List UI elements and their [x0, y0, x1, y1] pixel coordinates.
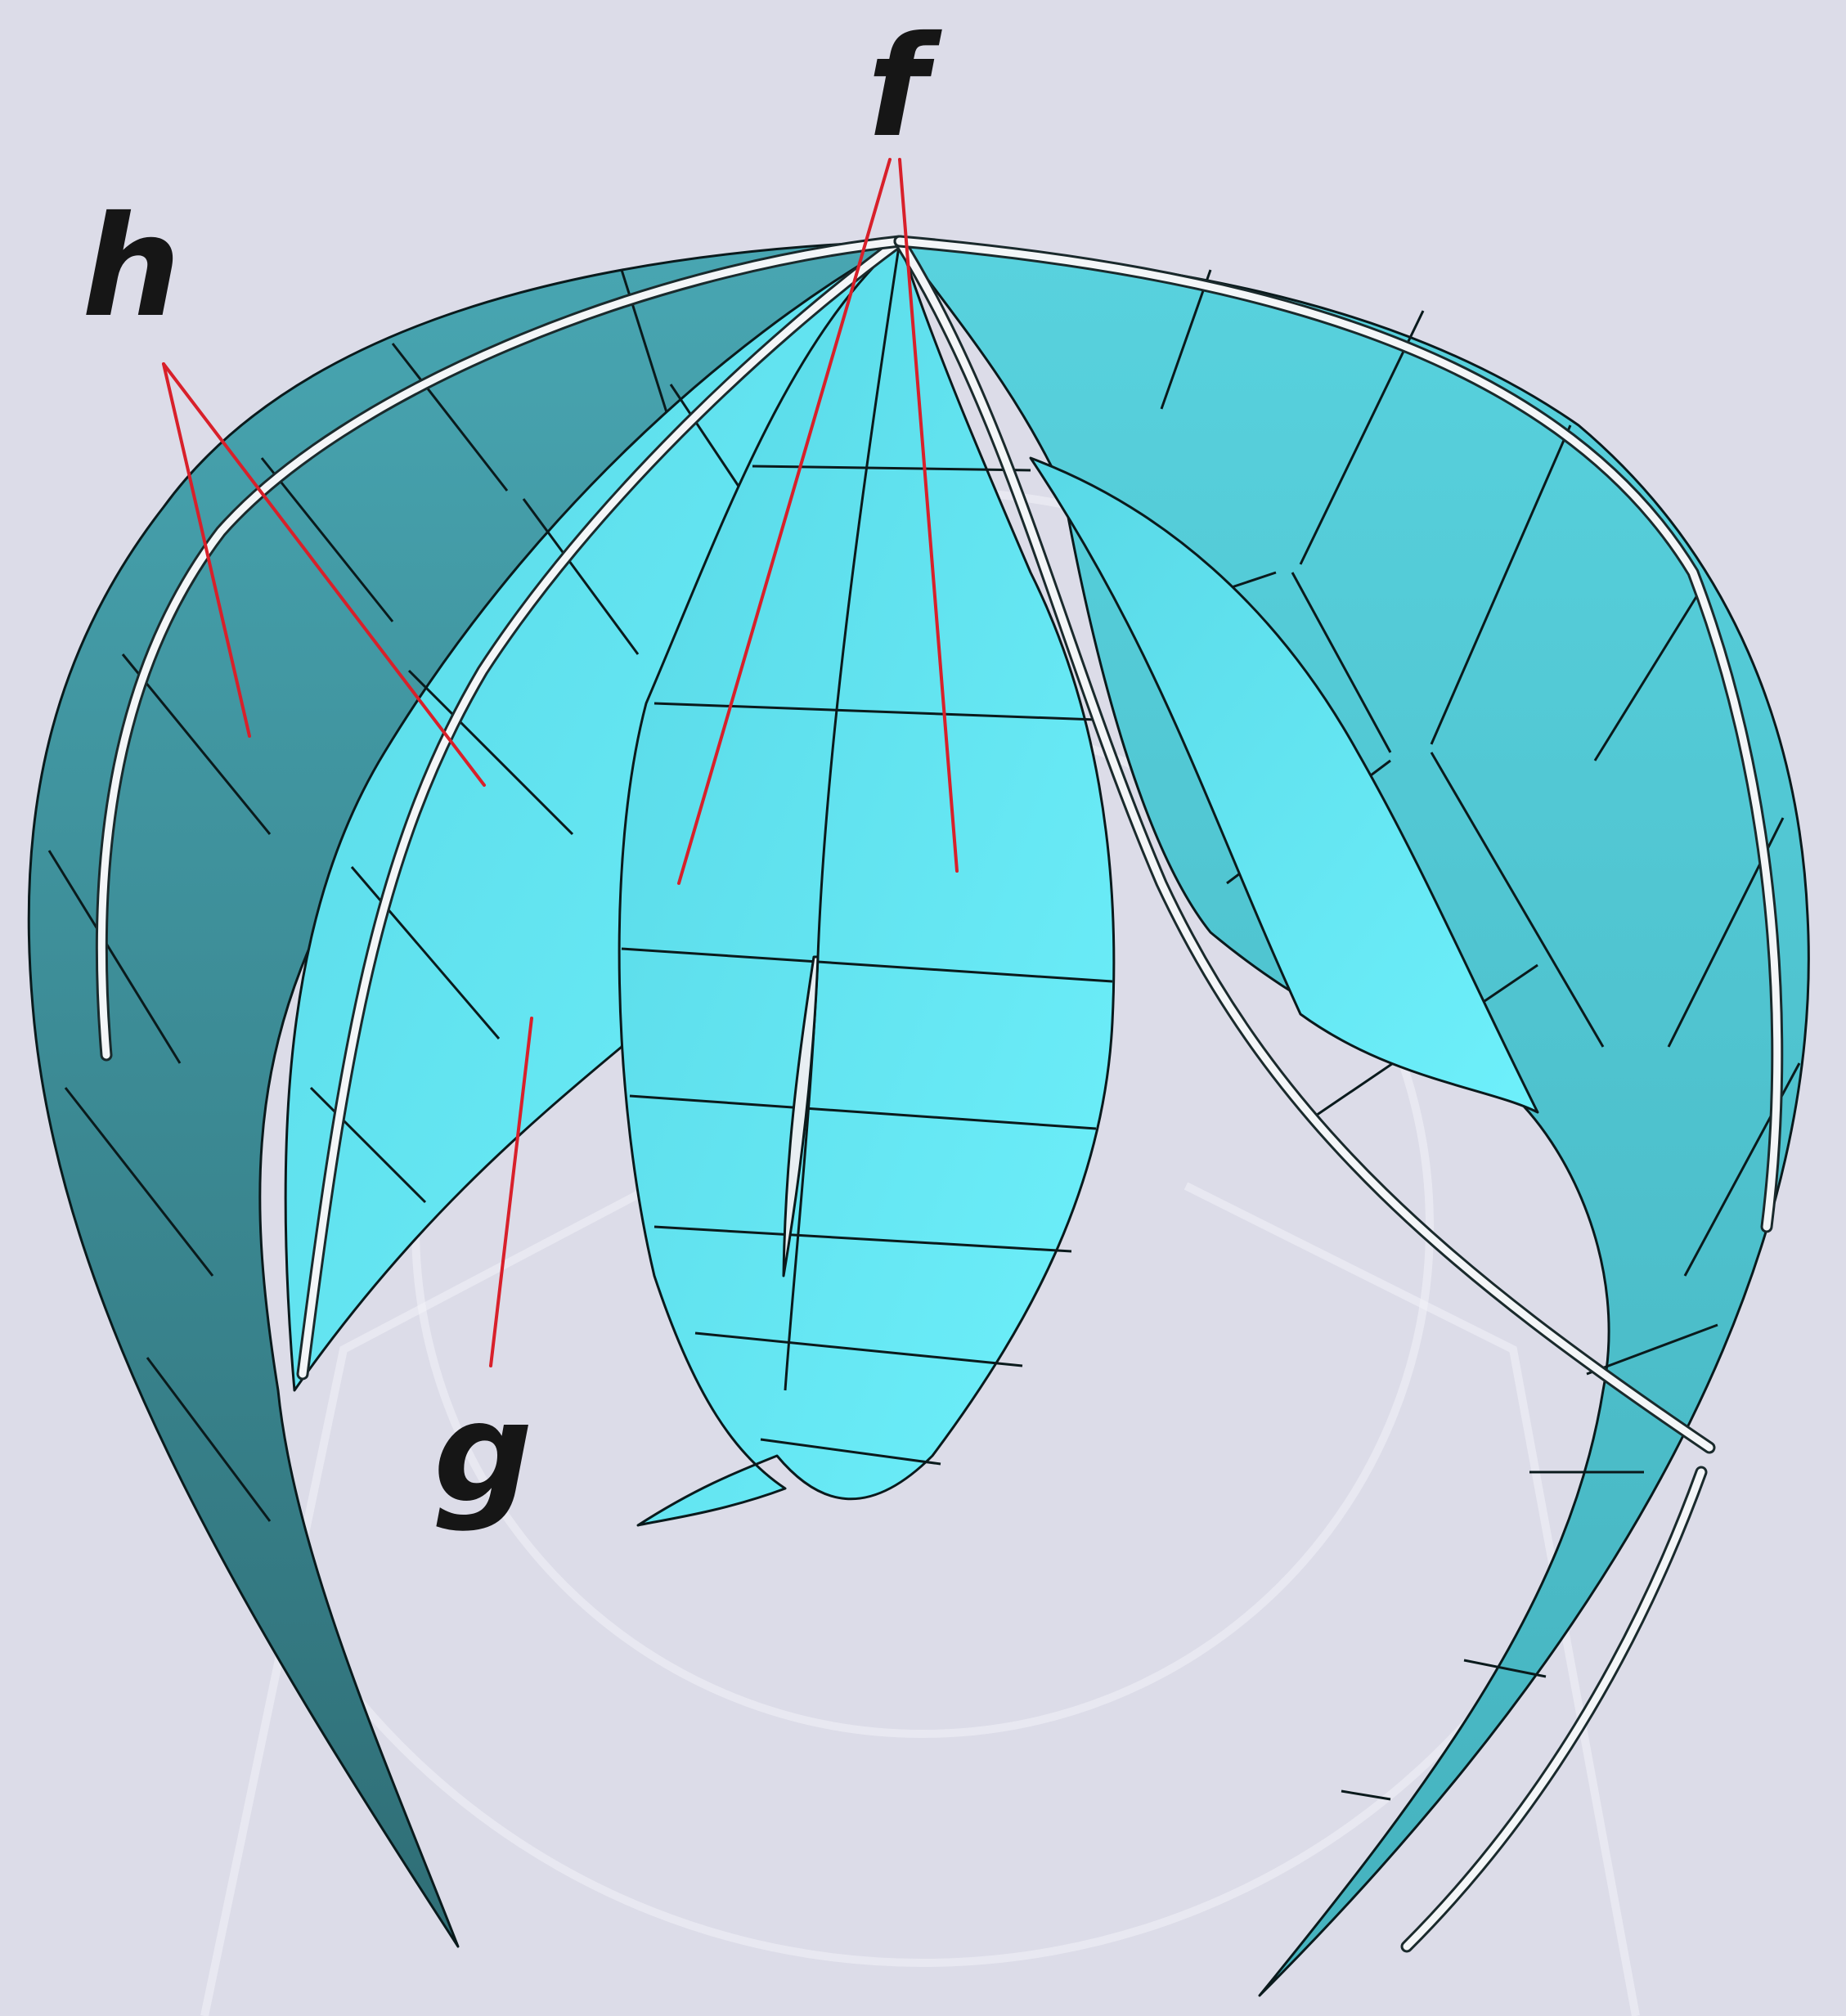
label-f: f: [867, 7, 942, 168]
label-g: g: [433, 1372, 533, 1534]
label-h: h: [82, 186, 181, 348]
